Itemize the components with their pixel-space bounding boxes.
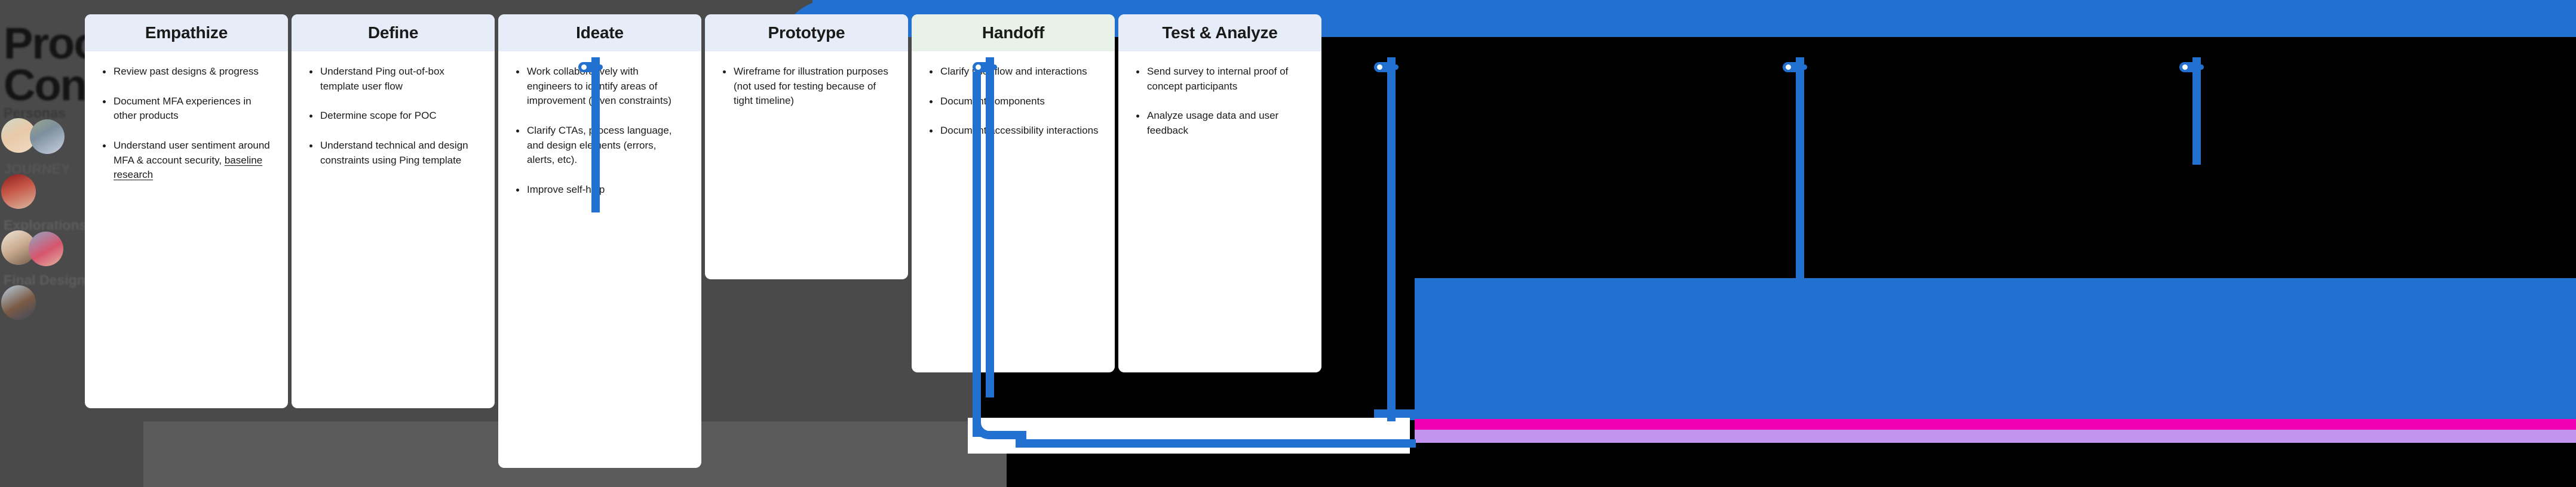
bullet-text: Understand Ping out-of-box template user… xyxy=(320,66,444,92)
connector-tip xyxy=(1394,64,1399,70)
phase-bullet-list: Wireframe for illustration purposes (not… xyxy=(720,64,893,109)
phase-card-body: Clarify user flow and interactions Docum… xyxy=(912,51,1115,150)
phase-card-header: Handoff xyxy=(912,14,1115,51)
phase-card-header: Empathize xyxy=(85,14,288,51)
phase-card-header: Define xyxy=(292,14,495,51)
list-item: Understand user sentiment around MFA & a… xyxy=(100,138,272,183)
list-item: Understand Ping out-of-box template user… xyxy=(307,64,479,94)
connector-tip xyxy=(1802,64,1807,70)
ideate-bottom-rail xyxy=(1016,439,1416,448)
phase-title: Define xyxy=(367,23,419,42)
list-item: Understand technical and design constrai… xyxy=(307,138,479,168)
ideate-rail-curve-wrap xyxy=(968,418,1410,454)
list-item: Review past designs & progress xyxy=(100,64,272,79)
avatar xyxy=(1,285,36,320)
connector-define-to-ideate xyxy=(973,57,1008,427)
phase-card-body: Send survey to internal proof of concept… xyxy=(1118,51,1321,150)
phase-card-header: Prototype xyxy=(705,14,908,51)
connector-tip xyxy=(2199,64,2204,70)
phase-card-header: Test & Analyze xyxy=(1118,14,1321,51)
phase-bullet-list: Review past designs & progress Document … xyxy=(100,64,272,183)
connector-stem xyxy=(1796,57,1804,380)
connector-empathize-to-define xyxy=(578,57,614,212)
bullet-text: Review past designs & progress xyxy=(114,66,259,77)
connector-stem xyxy=(591,57,600,212)
avatar xyxy=(30,119,65,154)
violet-accent-bar xyxy=(1415,430,2576,443)
bullet-text: Analyze usage data and user feedback xyxy=(1147,110,1279,136)
bullet-text: Wireframe for illustration purposes (not… xyxy=(734,66,888,107)
phase-card-test-analyze[interactable]: Test & Analyze Send survey to internal p… xyxy=(1118,14,1321,372)
phase-title: Empathize xyxy=(145,23,228,42)
bullet-text: Understand user sentiment around MFA & a… xyxy=(114,139,270,166)
phase-card-body: Understand Ping out-of-box template user… xyxy=(292,51,495,180)
list-item: Clarify user flow and interactions xyxy=(927,64,1099,79)
phase-card-body: Review past designs & progress Document … xyxy=(85,51,288,195)
phase-card-handoff[interactable]: Handoff Clarify user flow and interactio… xyxy=(912,14,1115,372)
connector-ideate-to-prototype xyxy=(1374,57,1410,421)
blue-background-field-lower xyxy=(1374,409,2576,420)
connector-dot-icon xyxy=(581,64,587,70)
phase-card-body: Work collaboratively with engineers to i… xyxy=(498,51,701,209)
phase-title: Test & Analyze xyxy=(1162,23,1278,42)
bullet-text: Understand technical and design constrai… xyxy=(320,139,468,166)
phase-card-prototype[interactable]: Prototype Wireframe for illustration pur… xyxy=(705,14,908,279)
phase-bullet-list: Understand Ping out-of-box template user… xyxy=(307,64,479,168)
phase-title: Ideate xyxy=(576,23,624,42)
phase-title: Prototype xyxy=(768,23,845,42)
bullet-text: Send survey to internal proof of concept… xyxy=(1147,66,1289,92)
connector-tip xyxy=(992,64,997,70)
background-label-final: Final Designs xyxy=(4,272,93,288)
phase-card-ideate[interactable]: Ideate Work collaboratively with enginee… xyxy=(498,14,701,468)
phase-title: Handoff xyxy=(982,23,1045,42)
list-item: Wireframe for illustration purposes (not… xyxy=(720,64,893,109)
ideate-left-rail-curve xyxy=(973,411,1026,439)
magenta-accent-bar xyxy=(1415,419,2576,430)
connector-stem xyxy=(986,57,994,397)
background-label-journey: JOURNEY xyxy=(4,161,70,177)
avatar xyxy=(1,174,36,209)
list-item: Analyze usage data and user feedback xyxy=(1134,109,1306,138)
list-item: Send survey to internal proof of concept… xyxy=(1134,64,1306,94)
phase-card-body: Wireframe for illustration purposes (not… xyxy=(705,51,908,121)
bullet-text: Document accessibility interactions xyxy=(940,125,1099,137)
connector-dot-icon xyxy=(2182,64,2188,70)
phase-card-define[interactable]: Define Understand Ping out-of-box templa… xyxy=(292,14,495,408)
bullet-text: Document MFA experiences in other produc… xyxy=(114,95,252,122)
bullet-text: Determine scope for POC xyxy=(320,110,437,122)
phase-bullet-list: Clarify user flow and interactions Docum… xyxy=(927,64,1099,138)
list-item: Determine scope for POC xyxy=(307,109,479,124)
background-label-explorations: Explorations xyxy=(4,217,87,233)
baseline-research-link[interactable]: baseline research xyxy=(114,154,263,181)
list-item: Improve self-help xyxy=(514,183,686,198)
connector-stem xyxy=(2192,57,2201,165)
avatar xyxy=(29,232,63,266)
bullet-text: Improve self-help xyxy=(527,183,605,195)
connector-dot-icon xyxy=(1377,64,1382,70)
phase-card-header: Ideate xyxy=(498,14,701,51)
phase-card-empathize[interactable]: Empathize Review past designs & progress… xyxy=(85,14,288,408)
connector-prototype-to-handoff xyxy=(1783,57,1818,380)
blue-background-field-right xyxy=(2007,278,2576,419)
connector-dot-icon xyxy=(1786,64,1791,70)
connector-handoff-to-test xyxy=(2179,57,2215,165)
list-item: Document accessibility interactions xyxy=(927,124,1099,138)
background-label-personas: Personas xyxy=(4,105,66,121)
ideate-left-rail xyxy=(973,72,981,437)
list-item: Document MFA experiences in other produc… xyxy=(100,94,272,124)
connector-tip xyxy=(598,64,603,70)
connector-dot-icon xyxy=(976,64,981,70)
list-item: Document components xyxy=(927,94,1099,109)
connector-stem xyxy=(1387,57,1396,421)
bullet-text: Clarify user flow and interactions xyxy=(940,66,1087,77)
phase-bullet-list: Send survey to internal proof of concept… xyxy=(1134,64,1306,138)
